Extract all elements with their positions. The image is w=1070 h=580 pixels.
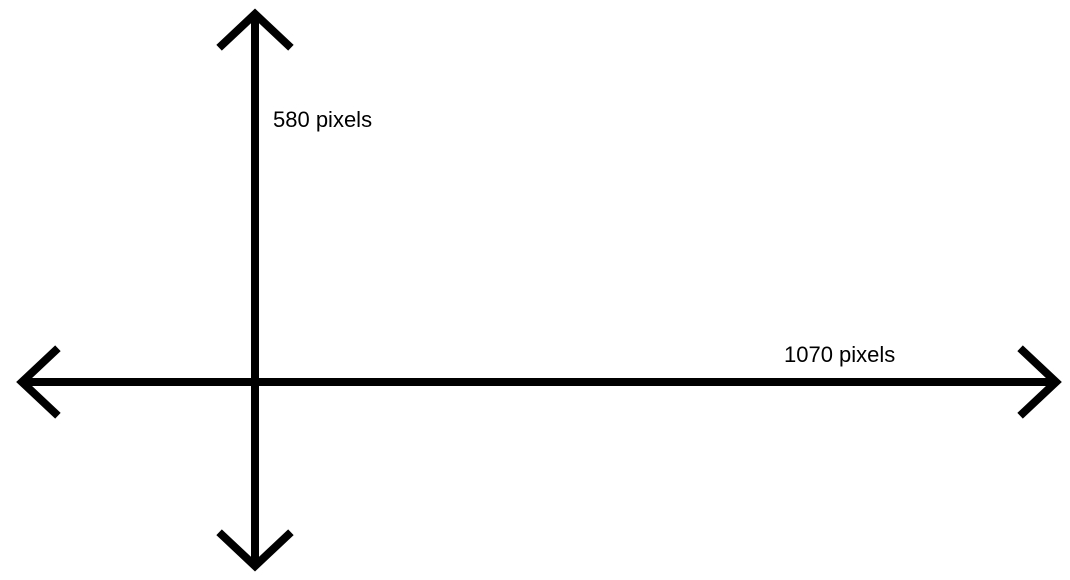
horizontal-arrow-left-head [16,345,61,419]
vertical-arrow-up-head [216,8,294,51]
horizontal-dimension-label: 1070 pixels [784,342,895,367]
horizontal-arrow-right-head [1017,345,1062,419]
vertical-dimension-label: 580 pixels [273,107,372,132]
vertical-arrow-down-head [216,529,294,572]
